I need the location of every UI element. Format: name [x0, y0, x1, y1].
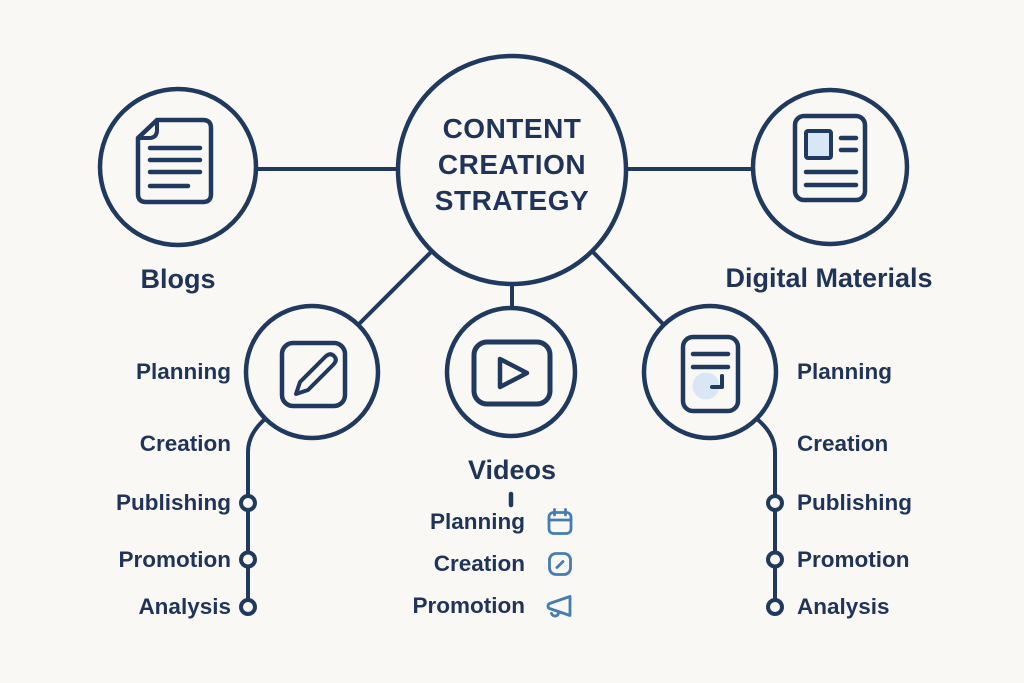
list-item: Analysis	[797, 594, 890, 619]
node-label-digital-materials: Digital Materials	[725, 263, 933, 293]
megaphone-icon	[546, 595, 572, 618]
list-item-label: Planning	[430, 509, 525, 534]
list-item: Promotion	[797, 547, 910, 572]
list-item: Publishing	[116, 490, 231, 515]
doc-check-circle	[641, 303, 779, 441]
connector-dot	[766, 598, 784, 616]
right-list-rail	[755, 417, 777, 609]
connector-line-doc	[590, 249, 666, 327]
connector-line-edit	[356, 249, 434, 327]
list-item: Promotion	[118, 547, 232, 572]
connector-dot	[766, 494, 784, 512]
list-item-label: Promotion	[412, 593, 526, 618]
connector-dot	[239, 550, 257, 569]
document-icon	[135, 117, 214, 205]
list-item: Planning	[430, 505, 575, 539]
list-item: Publishing	[797, 490, 912, 515]
videos-circle	[444, 305, 578, 439]
node-label-videos: Videos	[467, 455, 557, 485]
list-item: Creation	[797, 431, 889, 456]
edit-square-icon	[548, 552, 572, 576]
connector-dot	[239, 494, 257, 512]
central-circle	[395, 53, 629, 287]
digital-materials-circle	[750, 87, 910, 247]
list-item: Creation	[139, 431, 231, 456]
diagram-title: CONTENT CREATION STRATEGY	[434, 113, 590, 216]
video-play-icon	[471, 339, 553, 407]
list-item: Creation	[434, 547, 575, 581]
node-label-blogs: Blogs	[140, 264, 216, 294]
left-list-rail	[246, 417, 267, 609]
document-check-icon	[680, 334, 741, 414]
list-item-label: Creation	[433, 551, 525, 576]
document-image-icon	[792, 113, 868, 203]
blogs-circle	[97, 86, 259, 248]
connector-dot	[766, 550, 784, 569]
list-item: Planning	[136, 359, 231, 384]
list-item: Planning	[797, 359, 892, 384]
list-item: Promotion	[413, 589, 576, 623]
connector-dot	[239, 598, 257, 616]
list-item: Analysis	[138, 594, 231, 619]
edit-pencil-icon	[279, 340, 348, 409]
calendar-icon	[547, 508, 573, 535]
